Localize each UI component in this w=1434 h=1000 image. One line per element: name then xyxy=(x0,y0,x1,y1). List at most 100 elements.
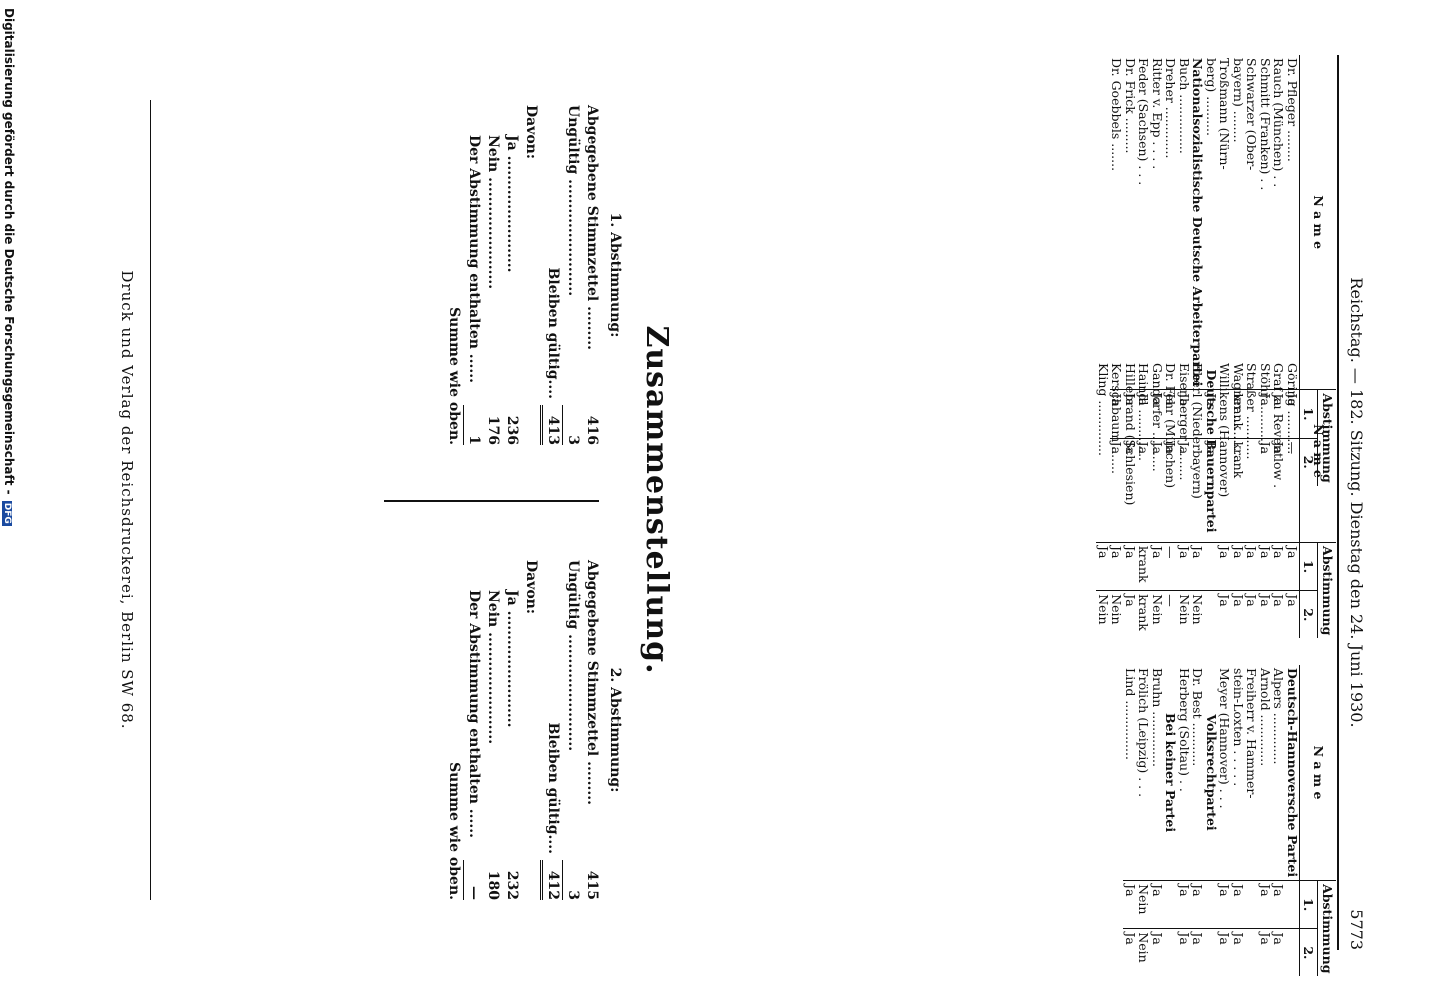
member-name: Troßmann (Nürn- xyxy=(1218,55,1233,390)
abgegeben-value: 415 xyxy=(584,870,600,900)
vote-1: Ja xyxy=(1231,880,1246,929)
member-name: Frölich (Leipzig) . . . xyxy=(1137,665,1152,881)
vote-2: Nein xyxy=(1150,594,1165,625)
member-name: Hillebrand (Schlesien) xyxy=(1123,360,1138,543)
member-name: Freiherr v. Hammer- xyxy=(1245,665,1260,881)
member-name: Meyer (Hannover) . . . xyxy=(1218,665,1233,881)
member-name: Haindl ............. xyxy=(1137,360,1152,543)
vote-1: Ja xyxy=(1258,542,1273,591)
member-name: Kling .............. xyxy=(1096,360,1111,543)
vote-1: — xyxy=(1164,542,1179,591)
vote1-header: 1. xyxy=(1299,542,1318,591)
vote-1: Ja xyxy=(1150,542,1165,591)
member-name: Lind ............... xyxy=(1123,665,1138,881)
member-name: Arnold ............. xyxy=(1258,665,1273,881)
member-name: Buch ............... xyxy=(1177,55,1192,390)
ja-label: Ja ........................ xyxy=(504,135,520,273)
header-rule xyxy=(1337,55,1339,950)
vote-column-2: N a m e Abstimmung 1. 2. Göring ........… xyxy=(1096,360,1336,639)
vote-1: Ja xyxy=(1218,542,1233,591)
abstimmung-header: Abstimmung xyxy=(1318,880,1336,977)
vote-1: Ja xyxy=(1150,880,1165,929)
dfg-logo: DFG xyxy=(2,500,12,526)
vote-1: Ja xyxy=(1231,542,1246,591)
vote-2: Ja xyxy=(1244,594,1260,607)
vote-table-2: N a m e Abstimmung 1. 2. Göring ........… xyxy=(1096,360,1336,639)
vote-2: Nein xyxy=(1177,594,1192,625)
vote-2: Ja xyxy=(1285,594,1300,607)
vote-2: Ja xyxy=(1150,932,1165,945)
vote-1: Ja xyxy=(1218,880,1233,929)
vote-2 xyxy=(1245,929,1259,977)
page-header: Reichstag. — 182. Sitzung. Dienstag den … xyxy=(1342,55,1372,950)
vote-1: krank xyxy=(1137,542,1152,591)
member-name: Dr. Pfleger ........ xyxy=(1285,55,1300,390)
page-number: 5773 xyxy=(1347,909,1366,950)
member-name: Willikens (Hannover) xyxy=(1218,360,1233,543)
ungueltig-value: 3 xyxy=(562,860,582,900)
vote-2: — xyxy=(1163,594,1179,607)
ja-value: 232 xyxy=(504,870,520,900)
party-heading: Nationalsozialistische Deutsche Arbeiter… xyxy=(1191,55,1206,390)
ungueltig-label: Ungültig ........................ xyxy=(565,560,581,752)
vote-1: Nein xyxy=(1137,880,1152,929)
member-name: bayern) ........ xyxy=(1231,55,1246,390)
nein-value: 180 xyxy=(485,870,501,900)
vote1-header: 1. xyxy=(1299,880,1318,929)
vote-2: Ja xyxy=(1271,594,1287,607)
member-name: Alpers ............. xyxy=(1272,665,1287,881)
member-name: Straßer ........... xyxy=(1245,360,1260,543)
ungueltig-label: Ungültig ........................ xyxy=(565,105,581,297)
vote-2: Ja xyxy=(1217,932,1233,945)
party-heading-row: Deutsch-Hannoversche Partei xyxy=(1285,665,1300,976)
vote-2: Ja xyxy=(1258,932,1273,945)
member-name: Dr. Best ........... xyxy=(1191,665,1206,881)
vote-1: Ja xyxy=(1123,542,1138,591)
vote-1: Ja xyxy=(1191,542,1206,591)
abgegeben-label: Abgegebene Stimmzettel ......... xyxy=(584,105,600,350)
vote-2: Ja xyxy=(1258,594,1273,607)
vote-1: Ja xyxy=(1177,880,1192,929)
vote-1: Ja xyxy=(1110,542,1125,591)
name-header: N a m e xyxy=(1299,360,1336,543)
party-heading-row: Bei keiner Partei xyxy=(1164,665,1179,976)
nein-label: Nein ....................... xyxy=(485,590,501,745)
bleiben-label: Bleiben gültig.... xyxy=(545,267,561,399)
nein-value: 176 xyxy=(485,415,501,445)
vote-1: Ja xyxy=(1272,542,1287,591)
vote-2: Nein xyxy=(1136,932,1152,963)
summary-vote-2-title: 2. Abstimmung: xyxy=(607,667,623,793)
member-name: Schwarzer (Ober- xyxy=(1245,55,1260,390)
member-name: Graf zu Reventlow . xyxy=(1272,360,1287,543)
vote-table-3: N a m e Abstimmung 1. 2. Deutsch-Hannove… xyxy=(1123,665,1336,977)
vote-1: Ja xyxy=(1191,880,1206,929)
davon-label: Davon: xyxy=(523,105,539,160)
party-heading: Deutsche Bauernpartei xyxy=(1204,360,1219,543)
ungueltig-value: 3 xyxy=(562,405,582,445)
member-name: Rauch (München) . . xyxy=(1272,55,1287,390)
header-title: Reichstag. — 182. Sitzung. Dienstag den … xyxy=(1347,277,1366,728)
vote-1: Ja xyxy=(1258,880,1273,929)
vote-2: Ja xyxy=(1190,932,1206,945)
party-heading-row: Deutsche Bauernpartei xyxy=(1204,360,1219,638)
party-heading: Volksrechtpartei xyxy=(1204,665,1219,881)
vote-2: Ja xyxy=(1231,594,1246,607)
davon-label: Davon: xyxy=(523,560,539,615)
nein-label: Nein ....................... xyxy=(485,135,501,290)
member-name: Herberg (Soltau) . . xyxy=(1177,665,1192,881)
vote-1: Ja xyxy=(1285,542,1300,591)
member-name: Bruhn .............. xyxy=(1150,665,1165,881)
vote2-header: 2. xyxy=(1299,590,1318,639)
vote2-header: 2. xyxy=(1299,928,1318,977)
